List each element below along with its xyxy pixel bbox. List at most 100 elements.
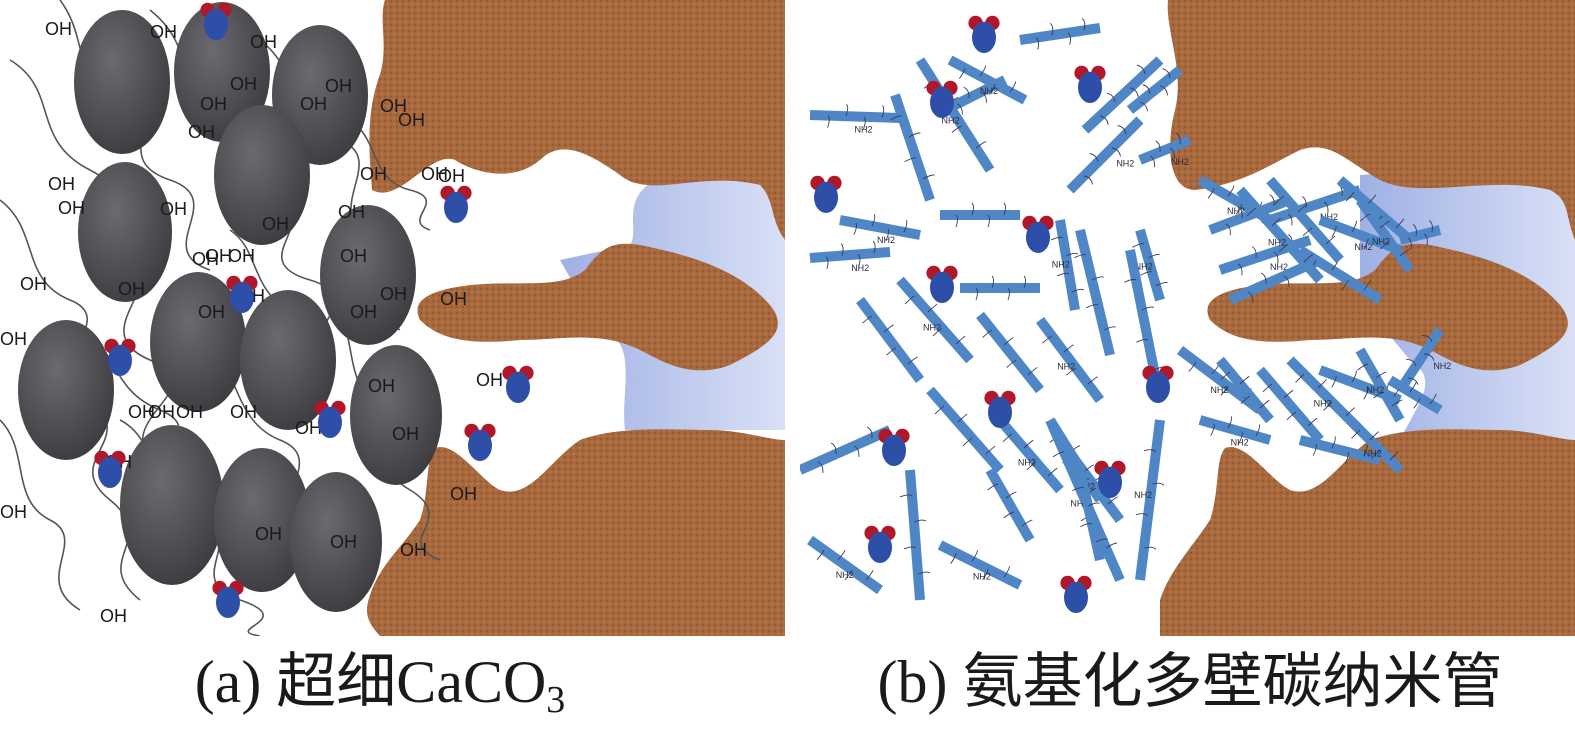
amino-chain (1399, 248, 1410, 257)
amino-chain (845, 103, 849, 117)
amino-chain (1345, 407, 1355, 417)
nanotube-body (976, 311, 1044, 394)
amino-chain (1188, 361, 1197, 372)
nh2-label: NH2 (851, 263, 869, 273)
caco3-particles (18, 2, 442, 612)
amino-nanotube: NH2 (896, 276, 974, 364)
amino-chain (830, 442, 837, 455)
nanotube-body (1066, 116, 1144, 194)
oxygen-atom (1026, 221, 1050, 253)
oxygen-atom (108, 344, 132, 376)
nanotube-body (1036, 317, 1104, 403)
amino-chain (913, 519, 927, 523)
amino-chain (1065, 252, 1079, 257)
amino-nanotube: NH2 (1286, 356, 1364, 434)
amino-chain (1237, 263, 1243, 276)
amino-chain (1413, 397, 1421, 409)
oxygen-atom (868, 531, 892, 564)
amino-chain (1006, 359, 1017, 368)
nh2-label: NH2 (877, 235, 895, 245)
amino-chain (1405, 358, 1417, 367)
nh2-label: NH2 (1135, 261, 1153, 271)
amino-nanotube (926, 386, 1004, 474)
oxygen-atom (1098, 466, 1122, 498)
amino-chain (881, 105, 885, 118)
amino-chain (1142, 84, 1151, 95)
amino-chain (1087, 376, 1098, 385)
nanotube-body (1198, 415, 1272, 445)
amino-chain (1220, 371, 1231, 381)
amino-nanotube: NH2 (1355, 347, 1405, 423)
nh2-label: NH2 (1210, 385, 1228, 395)
oh-label: OH (45, 19, 72, 39)
amino-chain (1023, 439, 1034, 449)
amino-chain (1363, 237, 1369, 250)
amino-chain (982, 568, 989, 580)
amino-chain (1375, 371, 1387, 379)
amino-chain (1260, 272, 1267, 285)
amino-chain (1303, 253, 1314, 263)
amino-chain (955, 335, 966, 345)
amino-chain (1323, 401, 1333, 411)
amino-chain (1005, 491, 1017, 499)
amino-chain (862, 315, 873, 324)
matrix-bottom (1160, 429, 1575, 636)
oh-label: OH (368, 376, 395, 396)
caption-panel-a: (a) 超细CaCO3 (100, 642, 660, 722)
amino-chain (840, 243, 844, 256)
nanotube-body (856, 297, 924, 383)
amino-chain (871, 213, 876, 227)
amino-chain (1086, 304, 1099, 309)
amino-chain (1283, 275, 1290, 287)
amino-chain (1363, 387, 1369, 400)
amino-chain (1269, 194, 1275, 207)
amino-chain (1141, 306, 1155, 311)
amino-chain (1047, 467, 1058, 477)
amino-nanotube (1266, 176, 1344, 264)
amino-chain (1143, 449, 1157, 453)
amino-chain (866, 426, 873, 439)
oh-label: OH (476, 370, 503, 390)
amino-nanotube: NH2 (1346, 416, 1404, 474)
amino-nanotube: NH2 (996, 416, 1064, 494)
nh2-label: NH2 (1018, 457, 1036, 467)
matrix-bottom (367, 429, 785, 636)
oh-label: OH (150, 22, 177, 42)
amino-chain (1009, 81, 1017, 93)
amino-chain (955, 214, 958, 228)
nanotube-body (890, 93, 935, 202)
nanotube-body (809, 247, 891, 263)
nanotube-body (985, 467, 1035, 543)
oh-label: OH (148, 402, 175, 422)
matrix-bodies (367, 0, 785, 636)
oxygen-atom (1146, 371, 1170, 403)
oh-label: OH (338, 202, 365, 222)
amino-chain (1067, 32, 1071, 45)
amino-chain (1323, 201, 1329, 214)
oh-label: OH (230, 402, 257, 422)
amino-chain (1379, 220, 1390, 229)
amino-chain (1050, 236, 1064, 241)
nh2-label: NH2 (942, 116, 960, 126)
polymer-strand (349, 119, 431, 231)
amino-chain (865, 570, 874, 581)
amino-chain (1240, 395, 1251, 405)
amino-chain (1002, 433, 1013, 443)
caco3-particle (174, 2, 270, 142)
oxygen-atom (98, 456, 122, 488)
water-molecule (314, 400, 346, 438)
amino-chain (934, 405, 945, 415)
amino-nanotube (1126, 66, 1184, 114)
nanotube-body (1177, 346, 1263, 414)
amino-chain (1278, 243, 1289, 253)
amino-chain (1237, 206, 1243, 219)
amino-chain (907, 356, 918, 365)
oh-label: OH (228, 246, 255, 266)
nanotube-body (1266, 176, 1344, 264)
amino-chain (1367, 194, 1377, 205)
oh-label: OH (192, 249, 219, 269)
oh-label: OH (128, 402, 155, 422)
nanotube-body (1075, 468, 1105, 562)
amino-nanotube (1019, 18, 1101, 50)
